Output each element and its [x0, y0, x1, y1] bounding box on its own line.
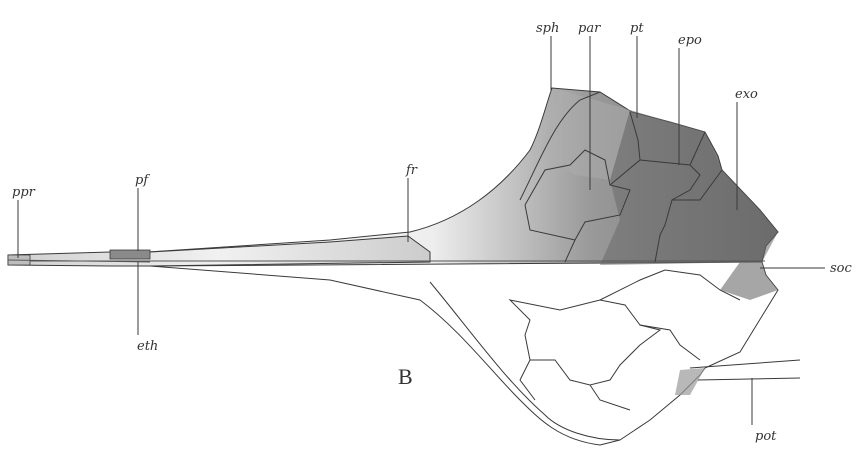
label-epo: epo [678, 33, 702, 48]
panel-letter: B [398, 364, 413, 389]
label-exo: exo [735, 87, 758, 102]
label-ppr: ppr [12, 185, 36, 200]
posterior-shading [600, 110, 778, 265]
label-pot: pot [755, 429, 777, 444]
label-sph: sph [536, 21, 559, 36]
label-fr: fr [405, 163, 418, 178]
label-soc: soc [830, 261, 852, 276]
label-par: par [578, 21, 601, 36]
lower-mid-shading [675, 368, 705, 395]
skull-lower-half [150, 262, 778, 445]
label-pf: pf [135, 173, 150, 188]
label-pt: pt [630, 21, 644, 36]
post-otic-process [690, 360, 800, 380]
label-eth: eth [137, 339, 158, 354]
prefrontal-block [110, 250, 150, 259]
rostrum-shaft [8, 236, 430, 266]
